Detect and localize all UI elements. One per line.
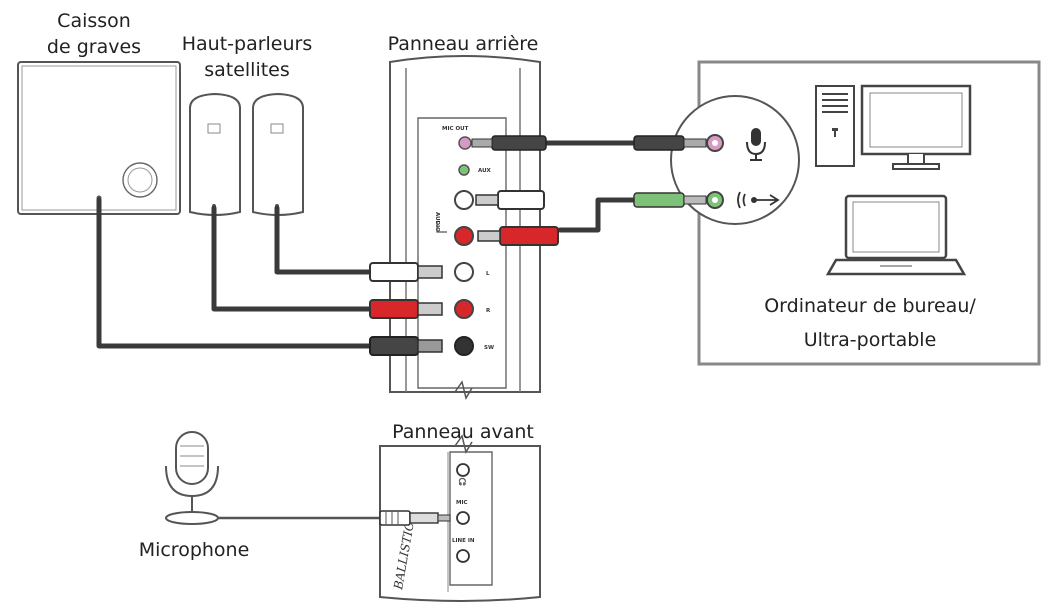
audio-in-white-port	[454, 190, 474, 210]
front-mic-port	[456, 511, 470, 525]
line-in-label: LINE IN	[452, 538, 475, 544]
plug-mic-in-dark	[633, 135, 707, 151]
svg-text:Ultra-portable: Ultra-portable	[804, 329, 937, 351]
plug-rca-white	[475, 190, 545, 210]
audio-out-icon	[737, 191, 780, 209]
headphone-port	[456, 463, 470, 477]
mic-out-label: MIC OUT	[442, 126, 469, 132]
microphone-icon	[165, 431, 219, 525]
tower-pc-icon	[815, 85, 855, 167]
sub-port-label: SW	[484, 345, 494, 351]
right-port-label: R	[486, 308, 491, 314]
headphone-icon: 🎧	[458, 477, 467, 486]
subwoofer-label: Caisson de graves	[47, 10, 141, 58]
svg-text:Haut-parleurs: Haut-parleurs	[182, 33, 313, 55]
plug-subwoofer-dark	[369, 336, 443, 356]
computer-label: Ordinateur de bureau/ Ultra-portable	[764, 295, 976, 351]
right-speaker-port	[454, 299, 474, 319]
rear-panel-label: Panneau arrière	[388, 33, 539, 55]
left-speaker-port	[454, 262, 474, 282]
monitor-icon	[860, 84, 972, 170]
subwoofer-port	[454, 336, 474, 356]
speaker-cables	[96, 140, 639, 349]
svg-text:Caisson: Caisson	[57, 10, 131, 32]
subwoofer	[17, 61, 181, 215]
mic-out-port	[458, 136, 472, 150]
satellite-speaker-right	[252, 92, 304, 216]
plug-mic-out-dark	[471, 135, 547, 151]
line-in-port	[456, 549, 470, 563]
connection-callout	[670, 95, 800, 225]
svg-text:de graves: de graves	[47, 36, 141, 58]
plug-rca-red	[477, 226, 559, 246]
svg-text:Ordinateur de bureau/: Ordinateur de bureau/	[764, 295, 976, 317]
plug-front-mic	[379, 510, 451, 526]
plug-audio-out-green	[633, 192, 707, 208]
aux-port	[458, 164, 470, 176]
laptop-icon	[825, 194, 967, 276]
satellites-label: Haut-parleurs satellites	[182, 33, 313, 81]
left-port-label: L	[486, 271, 490, 277]
plug-left-white	[369, 262, 443, 282]
front-panel: BALLISTIC 🎧 MIC LINE IN	[379, 434, 541, 602]
front-panel-label: Panneau avant	[392, 421, 534, 443]
mic-port-icon	[746, 128, 766, 161]
microphone-label: Microphone	[139, 539, 250, 561]
satellite-speaker-left	[189, 92, 241, 216]
audio-in-red-port	[454, 226, 474, 246]
svg-text:satellites: satellites	[204, 59, 290, 81]
plug-right-red	[369, 299, 443, 319]
front-mic-label: MIC	[456, 500, 468, 506]
aux-label: AUX	[478, 168, 492, 174]
